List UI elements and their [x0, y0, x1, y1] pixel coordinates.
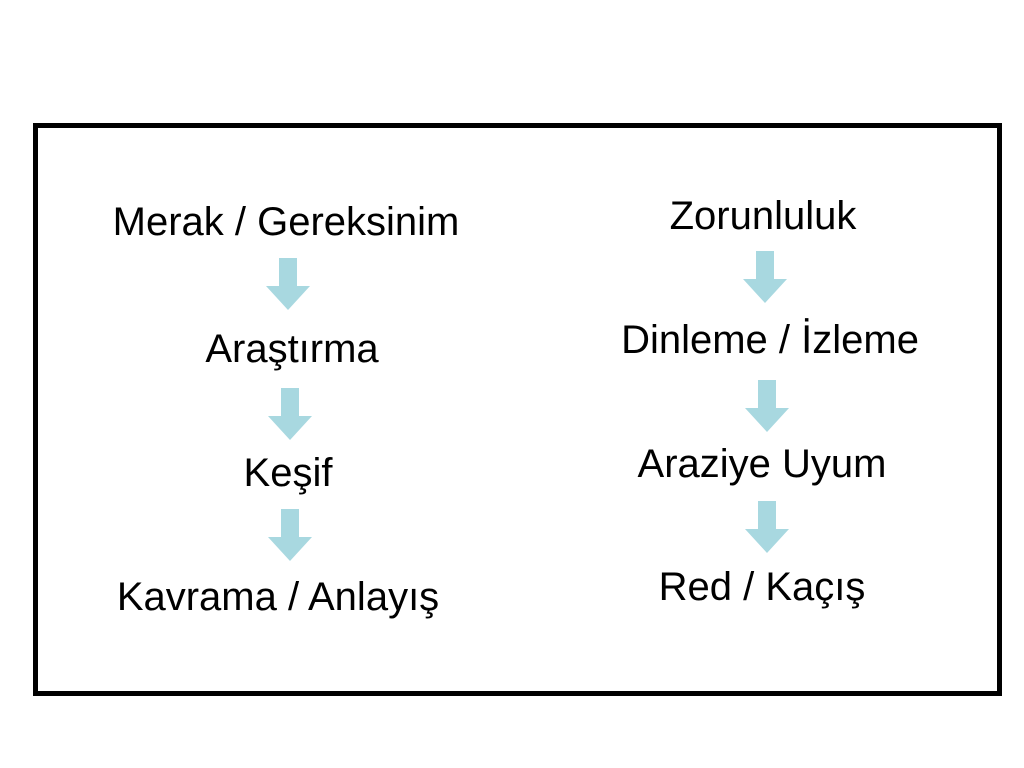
node-araziye-uyum: Araziye Uyum [637, 442, 887, 486]
node-zorunluluk: Zorunluluk [669, 194, 857, 238]
arrow-down-icon [745, 380, 789, 432]
arrow-down-icon [268, 509, 312, 561]
arrow-down-icon [745, 501, 789, 553]
node-arastirma: Araştırma [205, 327, 379, 371]
arrow-down-icon [268, 388, 312, 440]
node-kesif: Keşif [243, 451, 333, 495]
arrow-down-icon [743, 251, 787, 303]
node-red-kacis: Red / Kaçış [658, 565, 866, 609]
diagram-frame [33, 123, 1002, 696]
node-dinleme-izleme: Dinleme / İzleme [621, 318, 919, 362]
node-merak-gereksinim: Merak / Gereksinim [112, 200, 460, 244]
node-kavrama-anlayis: Kavrama / Anlayış [116, 575, 440, 619]
arrow-down-icon [266, 258, 310, 310]
